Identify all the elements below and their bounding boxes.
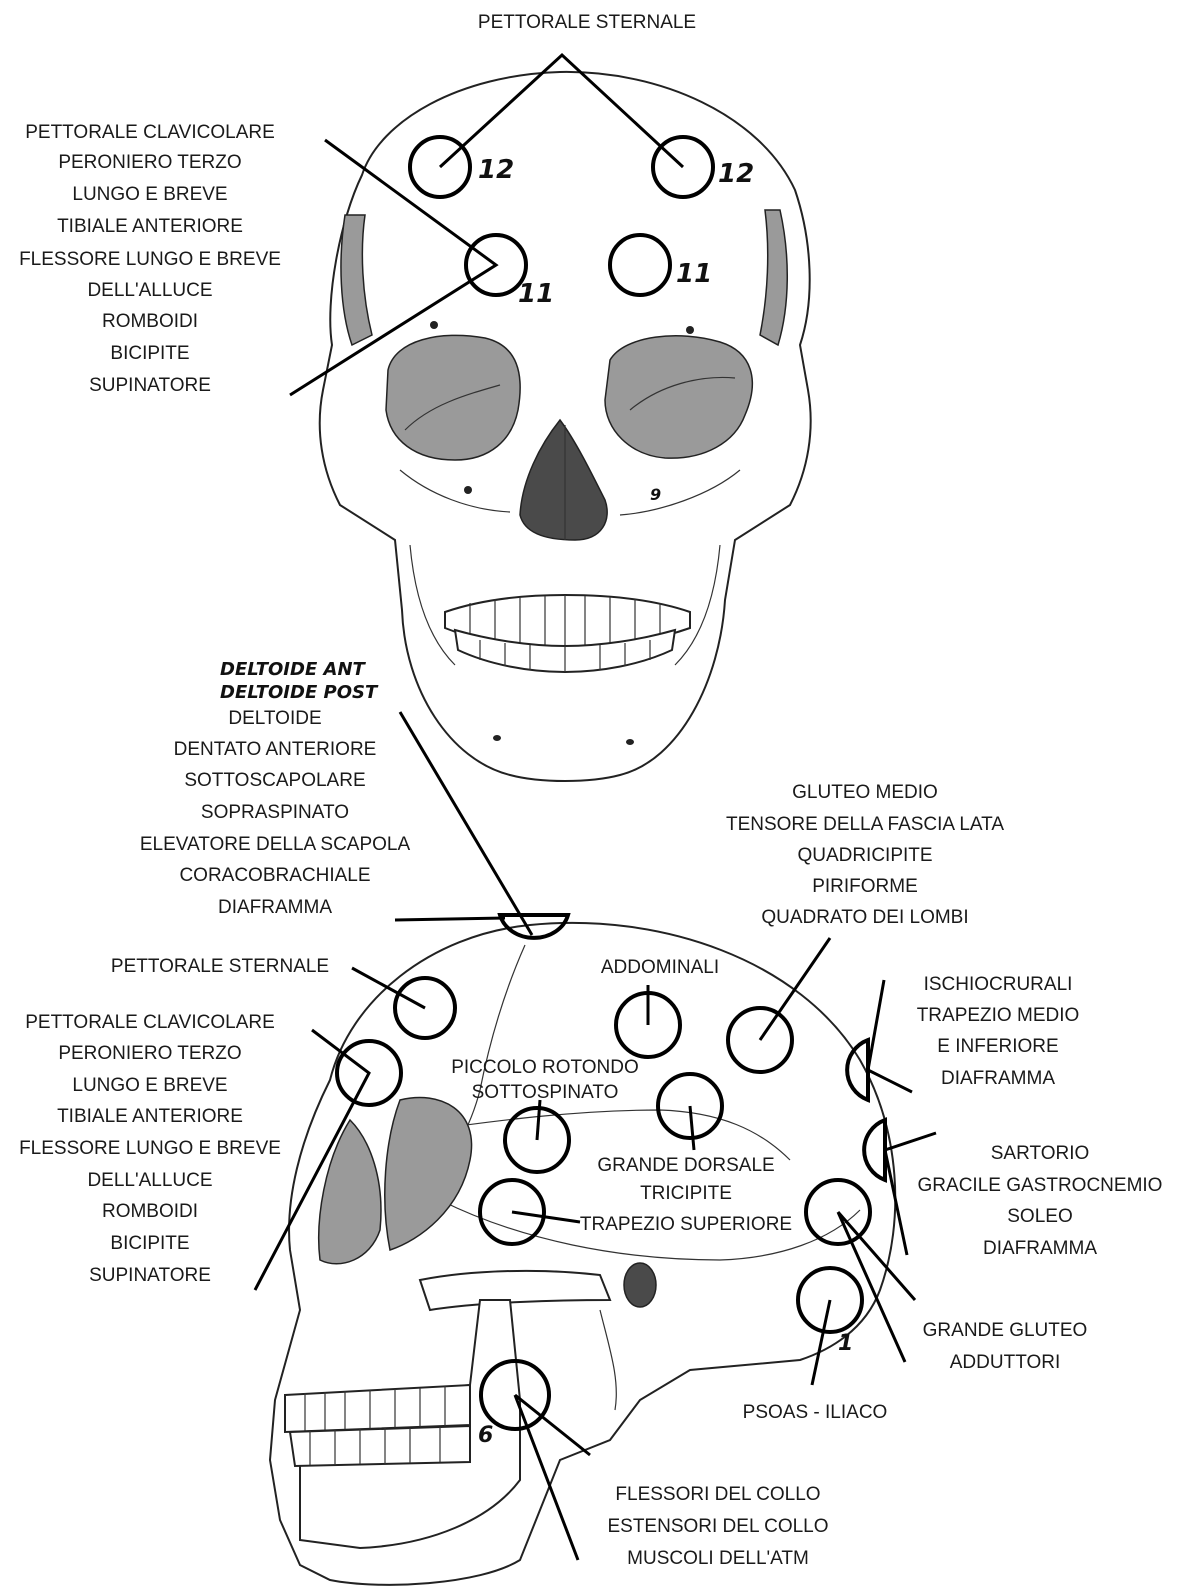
sartorio-label: GRACILE GASTROCNEMIO [918,1175,1163,1196]
collo-labels: FLESSORI DEL COLLO ESTENSORI DEL COLLO M… [607,1484,828,1569]
handwritten-deltoide-ant: DELTOIDE ANT [220,659,367,680]
grande-gluteo-label: GRANDE GLUTEO [923,1320,1088,1341]
grande-dorsale-label: TRICIPITE [640,1183,732,1204]
front-left-label: ROMBOIDI [102,311,198,332]
deltoide-label: CORACOBRACHIALE [179,865,370,886]
front-left-label: BICIPITE [110,343,189,364]
lateral-teeth [285,1385,470,1466]
ischio-label: ISCHIOCRURALI [924,974,1073,995]
deltoide-label: ELEVATORE DELLA SCAPOLA [140,834,411,855]
leader-ischiocrurali [868,980,912,1092]
front-left-label: DELL'ALLUCE [87,280,212,301]
point-label-1: 1 [838,1331,853,1356]
psoas-label: PSOAS - ILIACO [743,1402,888,1423]
front-left-label: PERONIERO TERZO [58,152,241,173]
sartorio-label: SOLEO [1007,1206,1072,1227]
point-label-12-left: 12 [478,155,514,185]
sartorio-labels: SARTORIO GRACILE GASTROCNEMIO SOLEO DIAF… [918,1143,1163,1259]
ischio-label: E INFERIORE [937,1036,1058,1057]
deltoide-label: SOPRASPINATO [201,802,349,823]
front-left-label: PETTORALE CLAVICOLARE [25,122,275,143]
gluteo-medio-label: QUADRATO DEI LOMBI [761,907,968,928]
lateral-left-label: LUNGO E BREVE [72,1075,227,1096]
deltoide-label: DELTOIDE [228,708,321,729]
piccolo-rotondo-label: PICCOLO ROTONDO [451,1057,639,1078]
front-left-label: FLESSORE LUNGO E BREVE [19,249,281,270]
piccolo-rotondo-label: SOTTOSPINATO [472,1082,619,1103]
handwritten-deltoide-post: DELTOIDE POST [220,682,379,703]
point-label-6: 6 [478,1423,493,1448]
collo-label: MUSCOLI DELL'ATM [627,1548,809,1569]
lateral-left-label: PETTORALE CLAVICOLARE [25,1012,275,1033]
front-left-labels: PETTORALE CLAVICOLARE PERONIERO TERZO LU… [19,122,281,396]
deltoide-label: SOTTOSCAPOLARE [184,770,365,791]
front-top-label: PETTORALE STERNALE [478,12,696,33]
collo-label: ESTENSORI DEL COLLO [607,1516,828,1537]
point-label-12-right: 12 [718,159,754,189]
point-label-11-right: 11 [676,259,712,289]
deltoide-label: DIAFRAMMA [218,897,332,918]
left-orbit [386,335,520,460]
gluteo-medio-label: TENSORE DELLA FASCIA LATA [726,814,1004,835]
lateral-left-label: TIBIALE ANTERIORE [57,1106,243,1127]
addominali-label: ADDOMINALI [601,957,719,978]
sartorio-label: SARTORIO [991,1143,1090,1164]
grande-gluteo-labels: GRANDE GLUTEO ADDUTTORI [923,1320,1088,1373]
gluteo-medio-labels: GLUTEO MEDIO TENSORE DELLA FASCIA LATA Q… [726,782,1004,928]
lateral-left-label: FLESSORE LUNGO E BREVE [19,1138,281,1159]
front-left-label: TIBIALE ANTERIORE [57,216,243,237]
gluteo-medio-label: QUADRICIPITE [797,845,932,866]
grande-dorsale-label: TRAPEZIO SUPERIORE [580,1214,792,1235]
ischio-label: DIAFRAMMA [941,1068,1055,1089]
leader-deltoide-horizontal [395,918,505,920]
ischio-labels: ISCHIOCRURALI TRAPEZIO MEDIO E INFERIORE… [917,974,1080,1089]
ear-canal [624,1263,656,1307]
lateral-left-label: DELL'ALLUCE [87,1170,212,1191]
deltoide-label: DENTATO ANTERIORE [174,739,377,760]
front-left-label: SUPINATORE [89,375,211,396]
sartorio-label: DIAFRAMMA [983,1238,1097,1259]
grande-dorsale-label: GRANDE DORSALE [597,1155,774,1176]
ischio-label: TRAPEZIO MEDIO [917,1005,1080,1026]
lateral-left-label: SUPINATORE [89,1265,211,1286]
collo-label: FLESSORI DEL COLLO [615,1484,820,1505]
lateral-left-label: BICIPITE [110,1233,189,1254]
point-label-11-left: 11 [518,279,554,309]
front-left-label: LUNGO E BREVE [72,184,227,205]
grande-gluteo-label: ADDUTTORI [950,1352,1060,1373]
deltoide-labels: DELTOIDE DENTATO ANTERIORE SOTTOSCAPOLAR… [140,708,411,918]
front-small-mark: 9 [650,485,661,504]
gluteo-medio-label: GLUTEO MEDIO [792,782,938,803]
lateral-left-label: ROMBOIDI [102,1201,198,1222]
lateral-left-labels: PETTORALE CLAVICOLARE PERONIERO TERZO LU… [19,1012,281,1286]
gluteo-medio-label: PIRIFORME [812,876,918,897]
front-skull: 9 12 12 11 11 [290,55,811,781]
lateral-left-label: PERONIERO TERZO [58,1043,241,1064]
pettorale-sternale-label: PETTORALE STERNALE [111,956,329,977]
